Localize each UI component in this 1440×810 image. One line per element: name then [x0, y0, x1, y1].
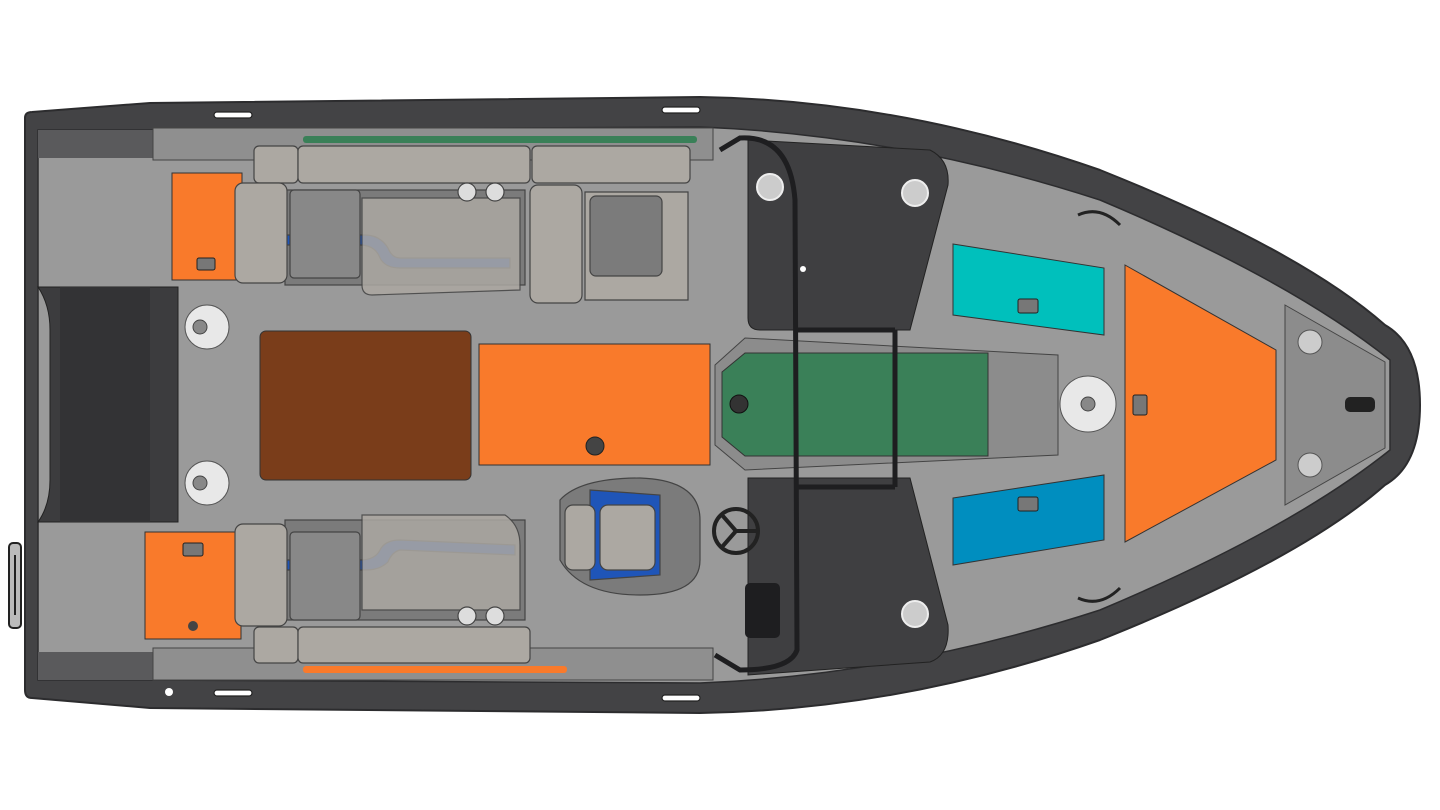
throttle-control-icon[interactable] [745, 583, 780, 638]
latch-icon [729, 394, 749, 414]
rail-handle-icon [1077, 210, 1122, 603]
hatch-latch-icon [182, 542, 204, 557]
bow-light-icon [1345, 397, 1375, 412]
rod-storage-stripe-bottom [303, 666, 567, 673]
drain-plug-icon [188, 621, 198, 631]
cleat-icon [213, 106, 701, 702]
bow-storage-hatch[interactable] [1124, 264, 1277, 543]
cup-holder-icon [1297, 329, 1323, 478]
bow-locker-starboard[interactable] [952, 474, 1105, 566]
hatch-latch-icon [196, 257, 216, 271]
hatch-latch-icon [1132, 394, 1148, 416]
hatch-latch-icon [1017, 298, 1039, 314]
rear-bench-seating-port [234, 145, 691, 304]
boarding-ladder-icon [8, 542, 22, 629]
speaker-icon [184, 460, 230, 506]
speaker-icon [184, 304, 230, 350]
helm-seat [559, 477, 701, 596]
bow-locker-port[interactable] [952, 243, 1105, 336]
windshield-frame [713, 135, 898, 673]
cooler-hatch[interactable] [259, 330, 472, 481]
steering-wheel-icon[interactable] [712, 507, 760, 555]
walkthrough-hatch[interactable] [721, 352, 989, 457]
hatch-latch-icon [1017, 496, 1039, 512]
rod-storage-stripe-top [303, 136, 697, 143]
transom-panel [60, 287, 150, 522]
speaker-icon [1059, 375, 1117, 433]
gunwale-bottom [38, 652, 153, 680]
rear-bench-seating-starboard [234, 514, 531, 664]
latch-icon [585, 436, 605, 456]
gunwale-top [38, 130, 153, 158]
cup-holder-icon [756, 173, 929, 628]
port-console [747, 139, 949, 331]
fuel-fill-icon [165, 688, 173, 696]
center-storage-hatch[interactable] [478, 343, 711, 466]
helm-console [747, 477, 949, 676]
